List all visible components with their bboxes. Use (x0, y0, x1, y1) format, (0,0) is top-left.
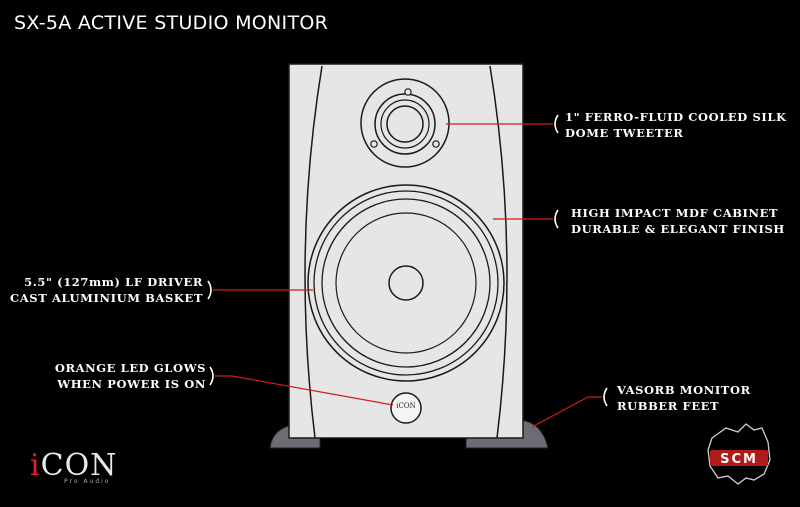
icon-logo-i: i (30, 448, 41, 483)
tweeter-dome (386, 105, 424, 143)
callout-bracket-led (209, 366, 214, 386)
callout-bracket-cabinet (554, 209, 559, 229)
scm-logo-badge (710, 450, 768, 466)
callout-line-feet (531, 396, 602, 428)
woofer-surround-inner (321, 198, 491, 368)
callout-led: ORANGE LED GLOWS WHEN POWER IS ON (55, 360, 206, 392)
callout-driver-line2: CAST ALUMINIUM BASKET (10, 291, 203, 305)
callout-bracket-tweeter (554, 114, 559, 134)
speaker-badge-text: iCON (396, 402, 416, 410)
callout-led-line1: ORANGE LED GLOWS (54, 361, 206, 375)
icon-brand-logo: iCON (30, 448, 117, 483)
woofer-dust-cap (388, 265, 424, 301)
tweeter-screw-left (370, 140, 378, 148)
callout-bracket-feet (603, 387, 608, 407)
woofer-cone (335, 212, 477, 354)
icon-logo-subtitle: Pro Audio (64, 478, 111, 485)
callout-tweeter-line2: DOME TWEETER (565, 126, 684, 140)
cabinet-left-contour (304, 65, 323, 439)
cabinet-right-contour (489, 65, 508, 439)
callout-feet-line2: RUBBER FEET (617, 399, 720, 413)
tweeter-screw-right (432, 140, 440, 148)
callout-driver-line1: 5.5" (127mm) LF DRIVER (24, 275, 203, 289)
power-led-badge (390, 392, 422, 424)
callout-cabinet-line1: HIGH IMPACT MDF CABINET (571, 206, 779, 220)
callout-feet: VASORB MONITOR RUBBER FEET (617, 382, 751, 414)
tweeter-screw-top (404, 88, 412, 96)
woofer-surround-outer (313, 190, 499, 376)
callout-driver: 5.5" (127mm) LF DRIVER CAST ALUMINIUM BA… (10, 274, 203, 306)
callout-tweeter-line1: 1" FERRO-FLUID COOLED SILK (565, 110, 787, 124)
callout-cabinet-line2: DURABLE & ELEGANT FINISH (571, 222, 785, 236)
callout-led-line2: WHEN POWER IS ON (57, 377, 206, 391)
callout-line-led (215, 375, 394, 406)
callout-tweeter: 1" FERRO-FLUID COOLED SILK DOME TWEETER (565, 109, 787, 141)
callout-feet-line1: VASORB MONITOR (617, 383, 751, 397)
scm-brand-logo: SCM (707, 423, 771, 485)
icon-logo-con: CON (40, 448, 118, 483)
australia-map-icon (707, 423, 771, 485)
diagram-title: SX-5A ACTIVE STUDIO MONITOR (14, 12, 329, 34)
callout-cabinet: HIGH IMPACT MDF CABINET DURABLE & ELEGAN… (571, 205, 785, 237)
tweeter-ring-mid (380, 99, 430, 149)
scm-logo-text: SCM (720, 452, 758, 467)
callout-bracket-driver (207, 280, 212, 300)
